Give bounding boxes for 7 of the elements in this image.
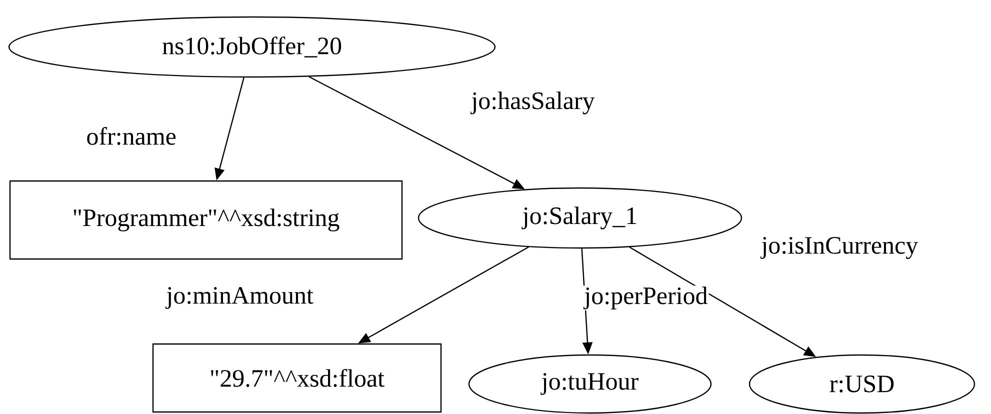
literal-box: "29.7"^^xsd:float <box>152 343 442 413</box>
edge-label: ofr:name <box>85 126 178 146</box>
edge-label: jo:isInCurrency <box>760 236 920 260</box>
edge-label: jo:hasSalary <box>470 90 596 116</box>
literal-box: "Programmer"^^xsd:string <box>9 180 403 260</box>
edge-label: jo:perPeriod <box>583 286 709 310</box>
edge-label: jo:minAmount <box>165 286 314 310</box>
